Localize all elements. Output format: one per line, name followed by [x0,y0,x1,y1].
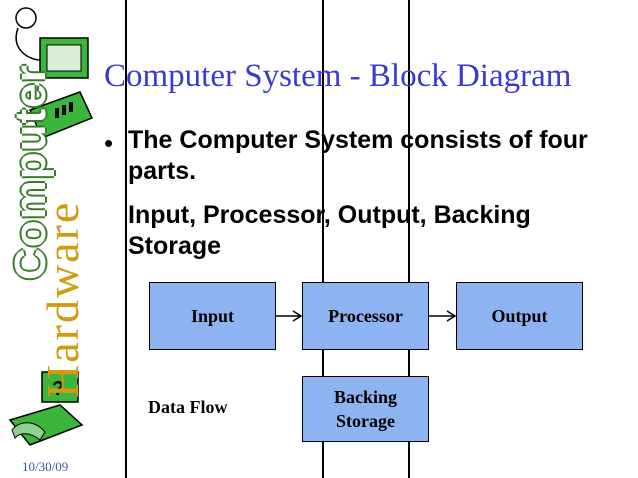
slide-date: 10/30/09 [22,459,69,474]
parts-list-text: Input, Processor, Output, Backing Storag… [128,201,531,260]
arrow-input-to-processor-icon [276,310,303,322]
computer-user-clipart-icon: ? [8,371,84,446]
input-block: Input [149,282,276,350]
clipart-illustrations: ? [8,7,94,446]
processor-block: Processor [302,282,429,350]
bullet-marker: • [104,128,114,158]
vertical-line-middle [322,0,324,478]
sidebar-word-hardware: Hardware [37,200,88,398]
vertical-line-right [408,0,410,478]
vertical-line-left [125,0,127,478]
slide-title: Computer System - Block Diagram [104,58,572,94]
backing-storage-block: Backing Storage [302,376,429,442]
decorative-sidebar: ? Computer Hardware 10/30/09 [0,0,100,478]
backing-storage-line-1: Backing [333,387,398,407]
backing-storage-line-2: Storage [336,411,395,431]
output-block: Output [456,282,583,350]
data-flow-label: Data Flow [148,397,228,417]
svg-text:?: ? [52,378,64,400]
computer-clipart-icon [15,7,94,139]
bullet-text: The Computer System consists of four par… [128,126,588,185]
arrow-processor-to-output-icon [429,310,457,322]
